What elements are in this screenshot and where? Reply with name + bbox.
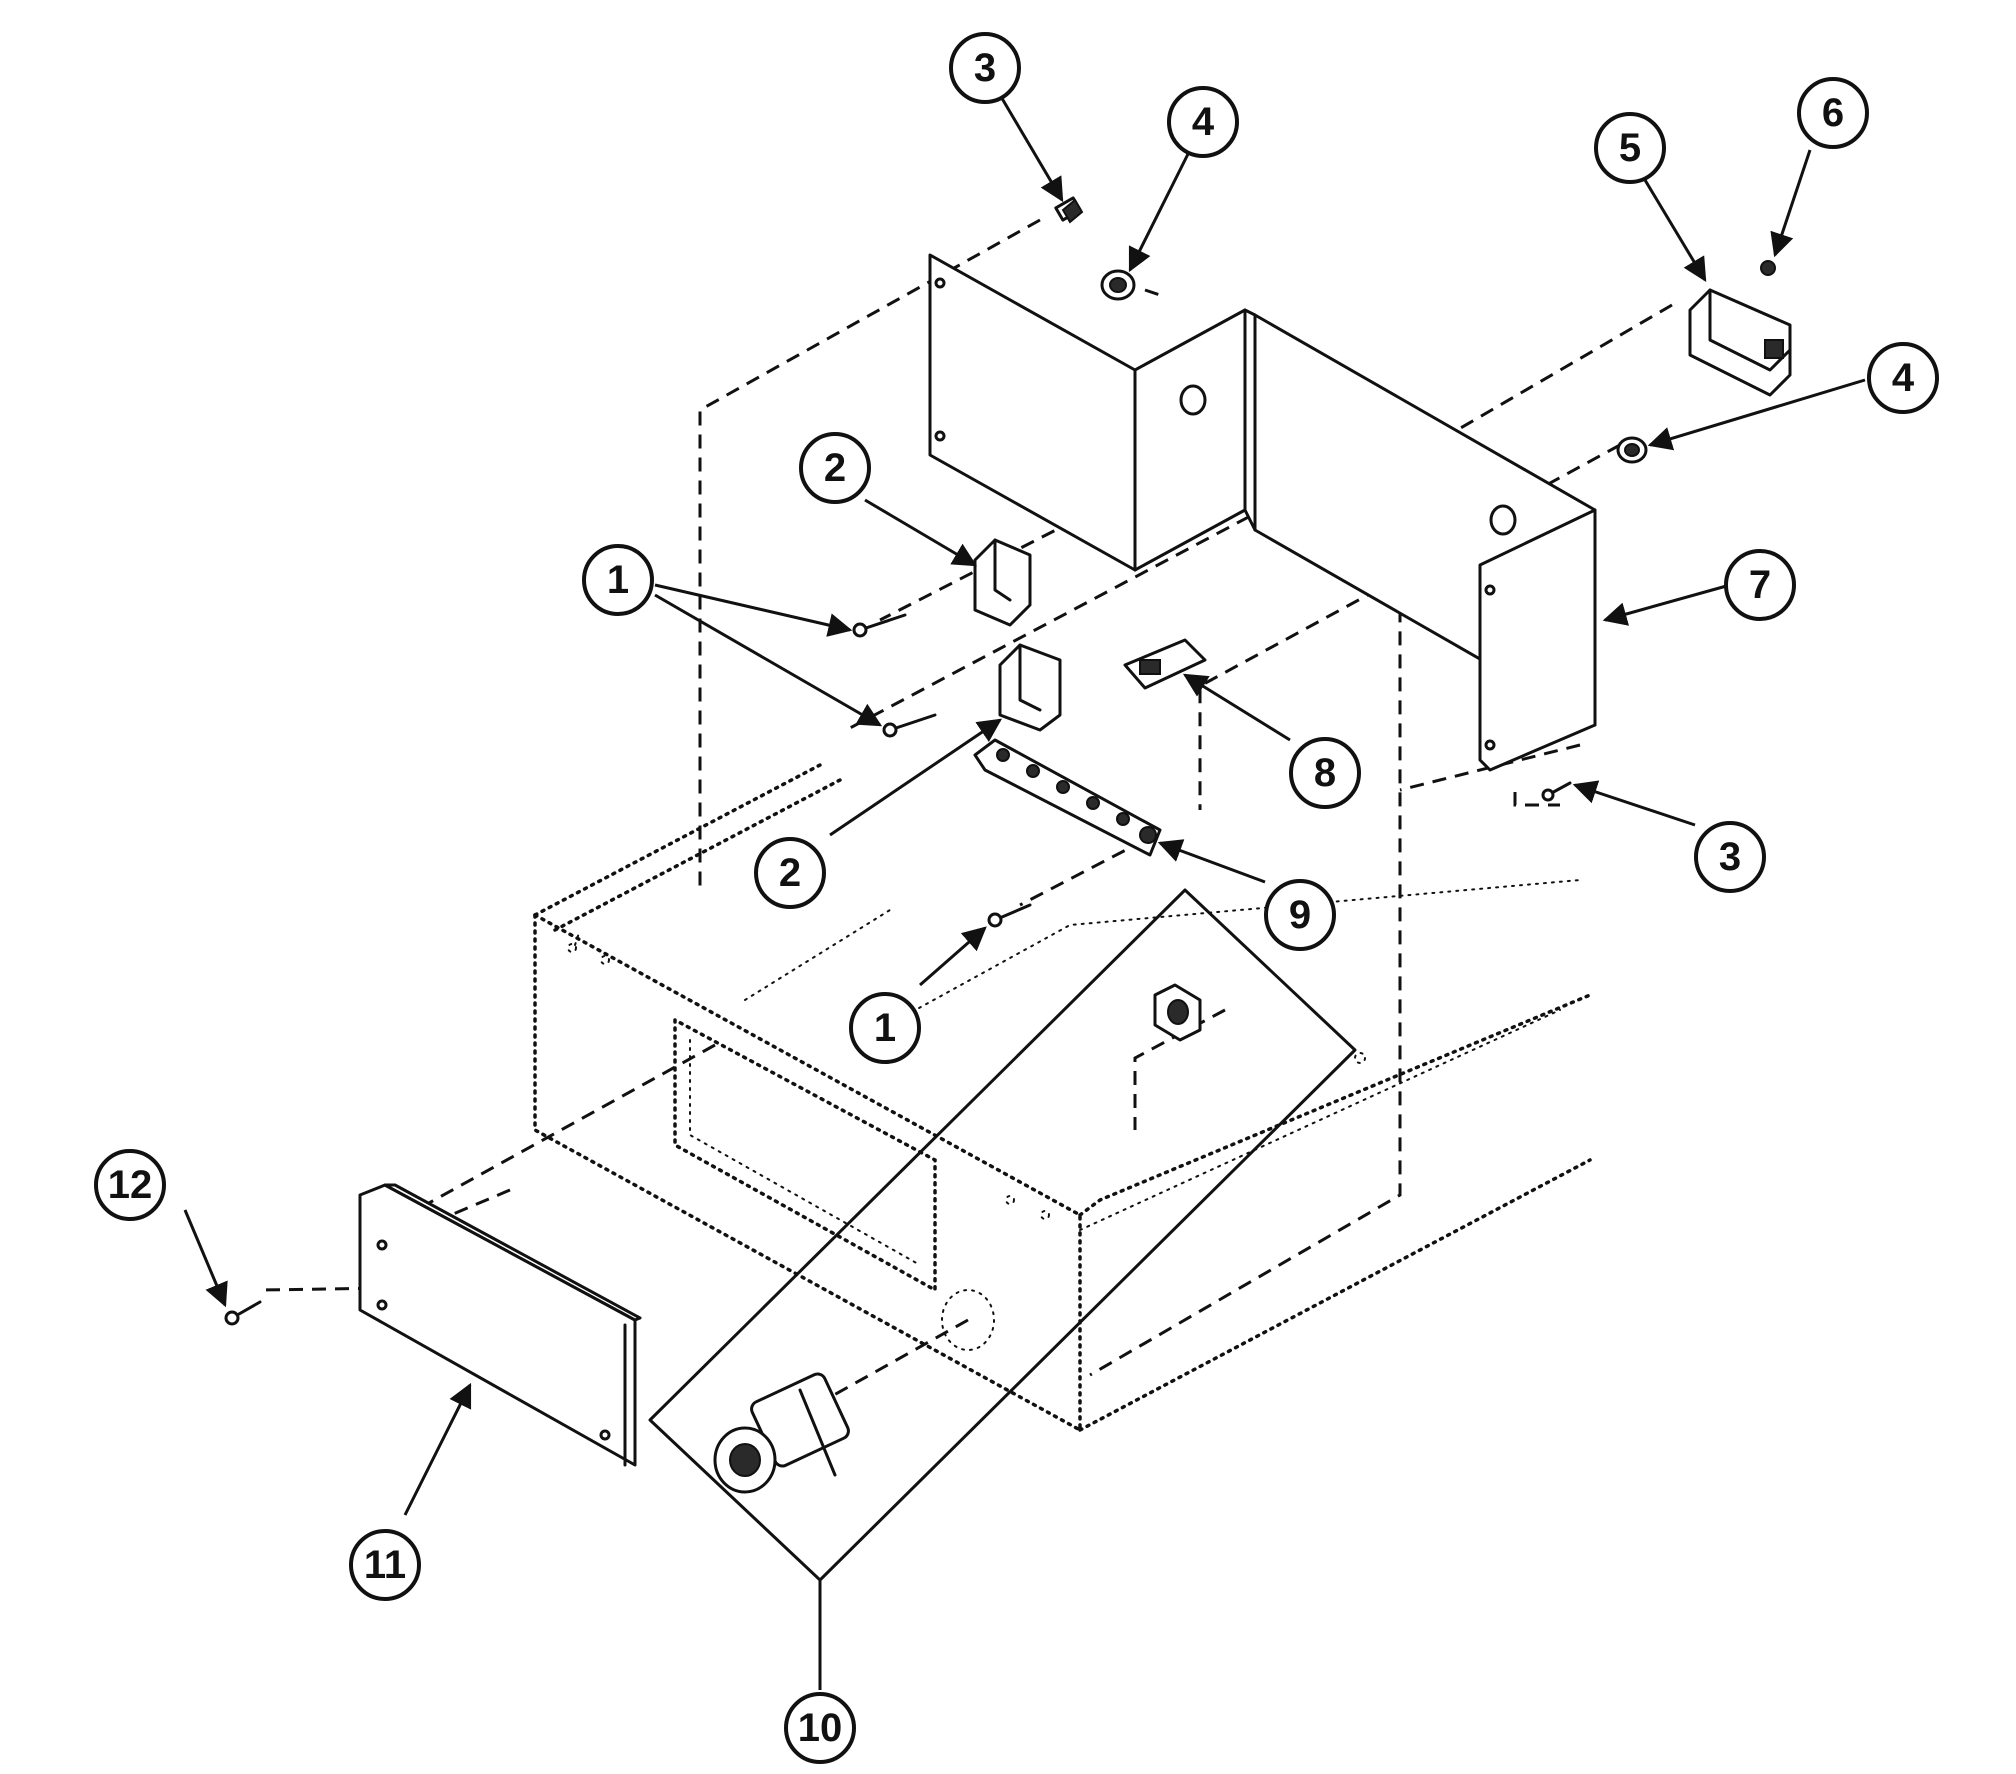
callout-10: 10 [784,1692,856,1764]
callout-9: 9 [1264,879,1336,951]
callout-4-right: 4 [1867,342,1939,414]
strain-relief-kit-part-10 [648,888,1357,1582]
callout-2-upper-label: 2 [824,446,846,490]
callout-4-top-label: 4 [1192,100,1215,144]
callout-12-label: 12 [108,1163,153,1207]
screw-part-3-top [1054,196,1084,224]
screw-part-3-right [1541,781,1572,802]
screw-part-6 [1760,260,1776,276]
nut-part-4-right [1616,436,1648,464]
terminal-strip-part-9 [973,738,1162,857]
callout-3-right-label: 3 [1719,835,1741,879]
callout-12: 12 [94,1149,166,1221]
callout-11-label: 11 [364,1543,406,1587]
callout-7-label: 7 [1749,563,1771,607]
callout-1-lower: 1 [849,992,921,1064]
callout-4-top: 4 [1167,86,1239,158]
callout-6: 6 [1797,77,1869,149]
switch-part-2-upper [973,538,1032,627]
screw-part-12 [224,1300,262,1326]
screws-part-1 [852,613,1032,928]
callout-9-label: 9 [1289,893,1311,937]
callout-6-label: 6 [1822,91,1844,135]
callout-7: 7 [1724,549,1796,621]
callout-5-label: 5 [1619,126,1641,170]
nut-part-4-top [1100,269,1136,301]
leader-lines [183,94,1866,1690]
callout-11: 11 [349,1529,421,1601]
callout-1-upper-label: 1 [607,558,629,602]
connector-part-8 [1123,638,1207,690]
callout-1-upper: 1 [582,544,654,616]
relay-part-5 [1688,288,1792,397]
callout-5: 5 [1594,112,1666,184]
callout-2-lower: 2 [754,837,826,909]
callout-4-right-label: 4 [1892,356,1915,400]
switch-part-2-lower [998,643,1062,732]
callout-3-right: 3 [1694,821,1766,893]
cover-plate-part-11 [358,1183,642,1467]
callout-3-top-label: 3 [974,46,996,90]
callout-3-top: 3 [949,32,1021,104]
callout-10-label: 10 [798,1706,843,1750]
cabinet-base [533,763,1592,1432]
top-cover-bracket [928,253,1597,772]
callout-2-lower-label: 2 [779,851,801,895]
callout-8-label: 8 [1314,751,1336,795]
callout-2-upper: 2 [799,432,871,504]
callout-8: 8 [1289,737,1361,809]
callout-1-lower-label: 1 [874,1006,896,1050]
